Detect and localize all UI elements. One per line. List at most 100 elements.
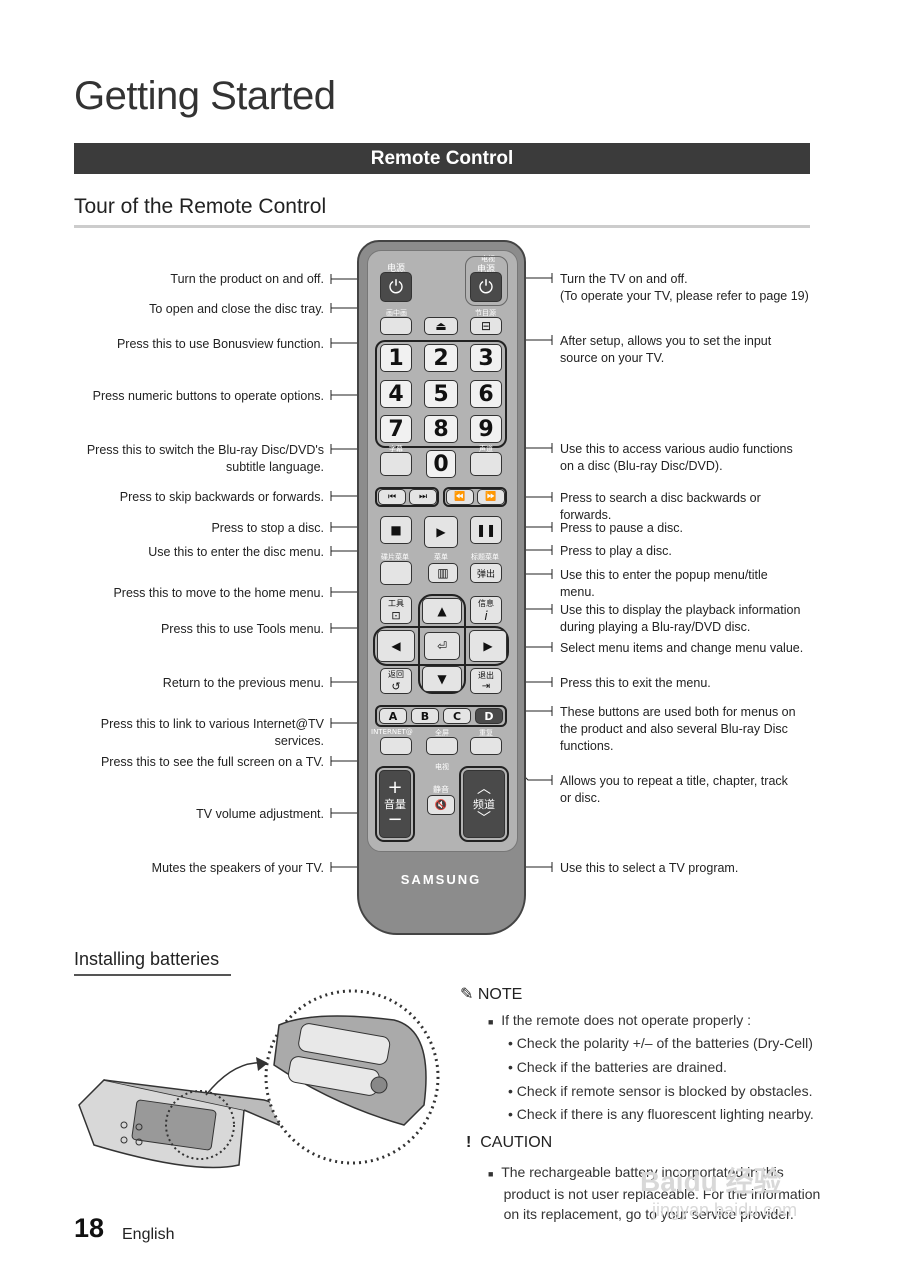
label-volume: TV volume adjustment. <box>196 807 324 821</box>
skip-forward-button[interactable]: ⏭ <box>409 489 437 505</box>
subtitle-label: 字幕 <box>389 445 403 453</box>
stop-button[interactable]: ■ <box>380 516 412 544</box>
subtitle-button[interactable] <box>380 452 412 476</box>
mute-button[interactable]: 🔇 <box>427 795 455 815</box>
chevron-up-icon: ︿ <box>477 781 491 797</box>
label-power: Turn the product on and off. <box>170 272 324 286</box>
caution-text: ■ The rechargeable battery incorportated… <box>488 1164 821 1222</box>
return-label: 返回 <box>388 670 404 679</box>
num-3-button[interactable]: 3 <box>470 344 502 372</box>
internet-button[interactable] <box>380 737 412 755</box>
num-9-button[interactable]: 9 <box>470 415 502 443</box>
play-button[interactable]: ▶ <box>424 516 458 548</box>
plus-icon: + <box>387 777 403 798</box>
num-2-button[interactable]: 2 <box>424 344 458 372</box>
disc-menu-button[interactable] <box>380 561 412 585</box>
fast-forward-icon: ⏩ <box>485 492 497 502</box>
batteries-rule <box>74 974 231 976</box>
power-button[interactable]: ⏻ <box>380 272 412 302</box>
color-key-a[interactable]: A <box>379 708 407 724</box>
label-audio: Use this to access various audio functio… <box>560 442 793 473</box>
dpad-vertical-frame <box>418 594 466 694</box>
skip-back-button[interactable]: ⏮ <box>378 489 406 505</box>
fullscreen-button[interactable] <box>426 737 458 755</box>
tv-power-frame <box>465 256 508 306</box>
color-key-b[interactable]: B <box>411 708 439 724</box>
num-5-button[interactable]: 5 <box>424 380 458 408</box>
label-stop: Press to stop a disc. <box>211 521 324 535</box>
num-4-button[interactable]: 4 <box>380 380 412 408</box>
exit-icon: ⇥ <box>481 681 491 692</box>
eject-icon: ⏏ <box>435 319 447 333</box>
exit-button[interactable]: 退出⇥ <box>470 668 502 694</box>
pause-icon: ❚❚ <box>475 523 497 537</box>
num-6-button[interactable]: 6 <box>470 380 502 408</box>
search-back-button[interactable]: ⏪ <box>446 489 474 505</box>
enter-icon: ⏎ <box>436 639 448 653</box>
page-language: English <box>122 1226 175 1243</box>
up-button[interactable]: ▲ <box>422 598 462 624</box>
source-button[interactable]: ⊟ <box>470 317 502 335</box>
exclamation-icon: ! <box>466 1134 472 1151</box>
color-keys-frame <box>375 705 507 727</box>
rewind-icon: ⏪ <box>454 492 466 502</box>
volume-rocker[interactable]: +音量− <box>379 770 411 838</box>
square-bullet-icon: ■ <box>488 1017 494 1027</box>
brand-logo: SAMSUNG <box>400 872 482 887</box>
bonusview-button[interactable] <box>380 317 412 335</box>
arrow-left-icon: ◀ <box>391 639 401 653</box>
label-play: Press to play a disc. <box>560 544 672 558</box>
channel-rocker[interactable]: ︿频道﹀ <box>463 770 505 838</box>
power-icon: ⏻ <box>388 276 404 298</box>
audio-label: 声道 <box>479 445 493 453</box>
watermark: Baidu 经验 <box>640 1166 782 1197</box>
tv-power-button[interactable]: ⏻ <box>470 272 502 302</box>
color-key-d[interactable]: D <box>475 708 503 724</box>
enter-button[interactable]: ⏎ <box>424 632 460 660</box>
label-repeat: Allows you to repeat a title, chapter, t… <box>560 774 788 805</box>
minus-icon: − <box>387 809 403 830</box>
label-disc-menu: Use this to enter the disc menu. <box>148 545 324 559</box>
num-1-button[interactable]: 1 <box>380 344 412 372</box>
right-button[interactable]: ▶ <box>469 630 507 662</box>
left-button[interactable]: ◀ <box>377 630 415 662</box>
watermark-url: jingyan.baidu.com <box>652 1200 798 1220</box>
caution-heading: ! CAUTION <box>466 1134 553 1151</box>
num-8-button[interactable]: 8 <box>424 415 458 443</box>
search-forward-button[interactable]: ⏩ <box>477 489 505 505</box>
source-icon: ⊟ <box>480 319 492 333</box>
title-menu-label: 标题菜单 <box>471 553 499 561</box>
repeat-button[interactable] <box>470 737 502 755</box>
color-key-c[interactable]: C <box>443 708 471 724</box>
tools-icon: ⊡ <box>391 609 401 622</box>
exit-label: 退出 <box>478 671 494 680</box>
internet-label: INTERNET@ <box>371 728 413 736</box>
info-label: 信息 <box>478 598 494 608</box>
label-tv-power: Turn the TV on and off.(To operate your … <box>560 272 809 303</box>
label-subtitle: Press this to switch the Blu-ray Disc/DV… <box>86 443 324 474</box>
label-select: Select menu items and change menu value. <box>560 641 804 655</box>
popup-button[interactable]: 弹出 <box>470 563 502 583</box>
menu-icon: ▥ <box>437 566 449 580</box>
label-source: After setup, allows you to set the input… <box>560 334 772 365</box>
home-menu-button[interactable]: ▥ <box>428 563 458 583</box>
tools-button[interactable]: 工具⊡ <box>380 596 412 624</box>
num-7-button[interactable]: 7 <box>380 415 412 443</box>
num-0-button[interactable]: 0 <box>426 450 456 478</box>
subheading-rule <box>74 225 810 228</box>
search-frame <box>443 487 507 507</box>
down-button[interactable]: ▼ <box>422 666 462 692</box>
eject-button[interactable]: ⏏ <box>424 317 458 335</box>
channel-label: 频道 <box>473 798 495 811</box>
power-label: 电源 <box>387 264 406 274</box>
label-pause: Press to pause a disc. <box>560 521 683 535</box>
return-button[interactable]: 返回↺ <box>380 668 412 694</box>
source-label: 节目源 <box>475 309 496 317</box>
audio-button[interactable] <box>470 452 502 476</box>
label-home: Press this to move to the home menu. <box>113 586 324 600</box>
pause-button[interactable]: ❚❚ <box>470 516 502 544</box>
return-icon: ↺ <box>391 680 401 693</box>
